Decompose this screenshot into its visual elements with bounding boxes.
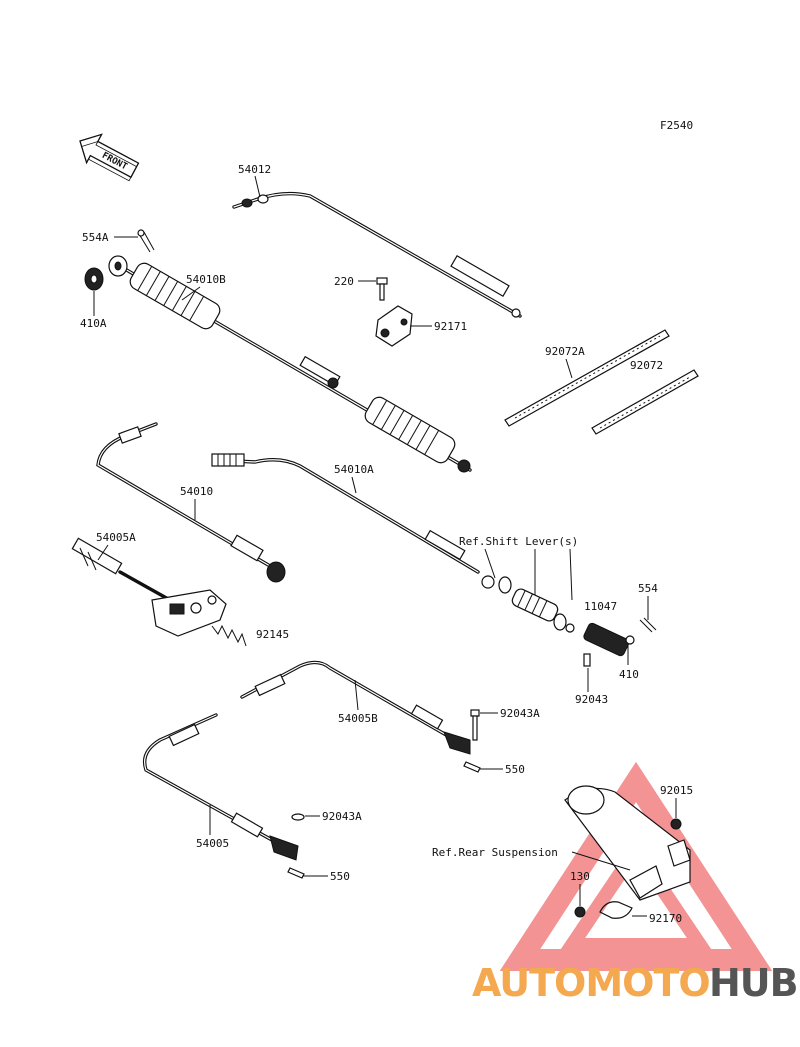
label-92170: 92170 [649,912,682,925]
pin-92043A-lower [291,813,305,821]
watermark-part1: AUTOMOTO [472,961,710,1005]
clip-550-lower [287,867,305,879]
label-92072A: 92072A [545,345,585,358]
label-130: 130 [570,870,590,883]
label-92043A-lower: 92043A [322,810,362,823]
cotter-pin-554A [137,229,155,253]
clip-550-upper [463,761,481,773]
label-554A: 554A [82,231,109,244]
cable-54005A [71,537,227,637]
front-arrow-icon: FRONT [79,133,140,182]
cable-54010B [108,255,472,473]
cable-tie-92072 [591,369,699,435]
bolt-220 [376,277,388,301]
label-54005: 54005 [196,837,229,850]
label-ref-shift-lever: Ref.Shift Lever(s) [459,535,578,548]
cable-tie-92072A [504,329,670,427]
label-220: 220 [334,275,354,288]
spring-92145 [211,624,247,647]
label-54010A: 54010A [334,463,374,476]
watermark-logo: AUTOMOTO HUB [472,961,799,1005]
label-11047: 11047 [584,600,617,613]
label-410A: 410A [80,317,107,330]
watermark-part2: HUB [709,961,798,1005]
cable-54010A [211,453,480,574]
shift-lever-parts [481,575,657,667]
cable-54010 [96,422,286,583]
label-92072: 92072 [630,359,663,372]
label-54012: 54012 [238,163,271,176]
cable-54012 [232,191,522,318]
label-410: 410 [619,668,639,681]
label-550-lower: 550 [330,870,350,883]
label-54005B: 54005B [338,712,378,725]
label-554: 554 [638,582,658,595]
label-92043A-upper: 92043A [500,707,540,720]
label-92043: 92043 [575,693,608,706]
cable-54005 [142,713,299,861]
label-ref-rear-suspension: Ref.Rear Suspension [432,846,558,859]
figure-code: F2540 [660,119,693,132]
label-92015: 92015 [660,784,693,797]
label-54010: 54010 [180,485,213,498]
label-54005A: 54005A [96,531,136,544]
cable-54005B [240,660,471,755]
bracket-92171 [375,305,413,347]
label-92171: 92171 [434,320,467,333]
watermark-triangle [499,761,773,971]
label-54010B: 54010B [186,273,226,286]
rear-suspension-bracket [564,785,691,919]
pin-92043A-upper [470,709,480,741]
washer-410A [84,267,104,291]
label-550-upper: 550 [505,763,525,776]
label-92145: 92145 [256,628,289,641]
